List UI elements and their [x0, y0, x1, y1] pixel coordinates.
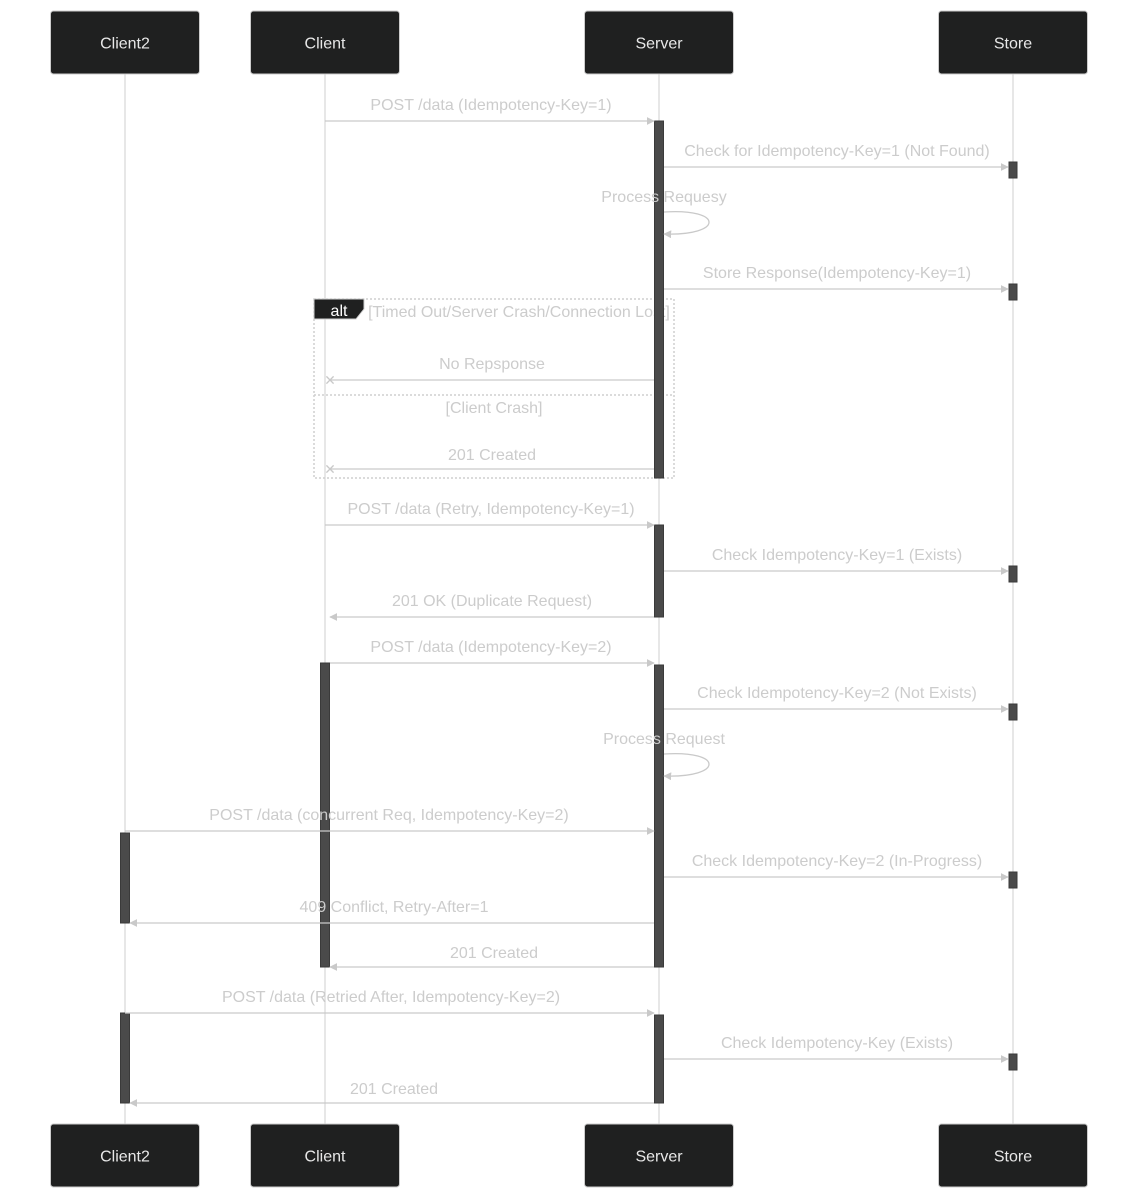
message-label: Check for Idempotency-Key=1 (Not Found) — [684, 143, 989, 160]
activation-bar-server — [654, 664, 664, 968]
actor-label: Client2 — [100, 1149, 150, 1166]
message-3: Process Requesy — [601, 189, 727, 239]
activation-bar-store — [1008, 871, 1018, 889]
actor-label: Server — [635, 1149, 683, 1166]
activation-bar-server — [654, 120, 664, 479]
alt-condition-1: [Timed Out/Server Crash/Connection Lost] — [368, 304, 670, 321]
frames: alt [Timed Out/Server Crash/Connection L… — [313, 298, 675, 479]
actor-label: Store — [994, 1149, 1032, 1166]
message-19: 201 Created — [129, 1081, 654, 1107]
actor-label: Client — [305, 36, 346, 53]
message-16: 201 Created — [329, 945, 654, 971]
activation-bar-client2 — [120, 832, 130, 924]
message-label: Check Idempotency-Key=2 (In-Progress) — [692, 853, 982, 870]
alt-frame-tab — [313, 298, 365, 320]
message-label: POST /data (concurrent Req, Idempotency-… — [209, 807, 568, 824]
message-label: No Repsponse — [439, 356, 545, 373]
message-11: Check Idempotency-Key=2 (Not Exists) — [664, 685, 1009, 713]
actor-label: Store — [994, 36, 1032, 53]
message-5: No Repsponse — [325, 356, 654, 385]
message-label: Store Response(Idempotency-Key=1) — [703, 265, 971, 282]
message-7: POST /data (Retry, Idempotency-Key=1) — [325, 501, 655, 529]
message-label: POST /data (Idempotency-Key=2) — [370, 639, 611, 656]
messages: POST /data (Idempotency-Key=1) Check for … — [125, 97, 1009, 1107]
message-2: Check for Idempotency-Key=1 (Not Found) — [664, 143, 1009, 171]
message-18: Check Idempotency-Key (Exists) — [664, 1035, 1009, 1063]
message-17: POST /data (Retried After, Idempotency-K… — [125, 989, 655, 1017]
actor-box — [938, 10, 1088, 75]
activations — [120, 120, 1018, 1104]
message-13: POST /data (concurrent Req, Idempotency-… — [125, 807, 655, 835]
message-1: POST /data (Idempotency-Key=1) — [325, 97, 655, 125]
actor-client-bottom: Client — [250, 1123, 400, 1188]
activation-bar-server — [654, 524, 664, 618]
actor-server-top: Server — [584, 10, 734, 75]
message-label: POST /data (Idempotency-Key=1) — [370, 97, 611, 114]
actor-box — [584, 10, 734, 75]
message-label: Process Requesy — [601, 189, 726, 206]
activation-bar-client2 — [120, 1012, 130, 1104]
message-9: 201 OK (Duplicate Request) — [329, 593, 654, 621]
actor-store-top: Store — [938, 10, 1088, 75]
activation-bar-store — [1008, 565, 1018, 583]
activation-bar-store — [1008, 161, 1018, 179]
actor-client2-bottom: Client2 — [50, 1123, 200, 1188]
activation-bar-store — [1008, 703, 1018, 721]
message-label: 409 Conflict, Retry-After=1 — [300, 899, 489, 916]
activation-bar-client — [320, 662, 330, 968]
actor-box — [250, 1123, 400, 1188]
actor-label: Server — [635, 36, 683, 53]
message-4: Store Response(Idempotency-Key=1) — [664, 265, 1009, 293]
message-label: Process Request — [603, 731, 725, 748]
message-label: 201 OK (Duplicate Request) — [392, 593, 592, 610]
actor-box — [50, 10, 200, 75]
alt-keyword: alt — [331, 303, 348, 320]
actor-box — [250, 10, 400, 75]
actor-label: Client — [305, 1149, 346, 1166]
message-12: Process Request — [603, 731, 725, 781]
activation-bar-store — [1008, 283, 1018, 301]
actor-store-bottom: Store — [938, 1123, 1088, 1188]
message-label: 201 Created — [448, 447, 536, 464]
activation-bar-store — [1008, 1053, 1018, 1071]
actor-box — [584, 1123, 734, 1188]
actors: Client2Client2ClientClientServerServerSt… — [50, 10, 1088, 1188]
activation-bar-server — [654, 1014, 664, 1104]
message-label: 201 Created — [350, 1081, 438, 1098]
message-label: Check Idempotency-Key=2 (Not Exists) — [697, 685, 977, 702]
message-10: POST /data (Idempotency-Key=2) — [330, 639, 655, 667]
actor-box — [938, 1123, 1088, 1188]
actor-box — [50, 1123, 200, 1188]
message-8: Check Idempotency-Key=1 (Exists) — [664, 547, 1009, 575]
message-label: 201 Created — [450, 945, 538, 962]
self-message-arrow — [663, 210, 710, 239]
message-6: 201 Created — [325, 447, 654, 474]
message-label: POST /data (Retried After, Idempotency-K… — [222, 989, 560, 1006]
message-15: 409 Conflict, Retry-After=1 — [129, 899, 654, 927]
actor-client2-top: Client2 — [50, 10, 200, 75]
actor-server-bottom: Server — [584, 1123, 734, 1188]
actor-client-top: Client — [250, 10, 400, 75]
self-message-arrow — [663, 752, 710, 781]
message-label: Check Idempotency-Key (Exists) — [721, 1035, 953, 1052]
message-label: POST /data (Retry, Idempotency-Key=1) — [347, 501, 634, 518]
alt-frame — [313, 298, 675, 479]
message-14: Check Idempotency-Key=2 (In-Progress) — [664, 853, 1009, 881]
message-label: Check Idempotency-Key=1 (Exists) — [712, 547, 962, 564]
actor-label: Client2 — [100, 36, 150, 53]
alt-condition-2: [Client Crash] — [446, 400, 543, 417]
